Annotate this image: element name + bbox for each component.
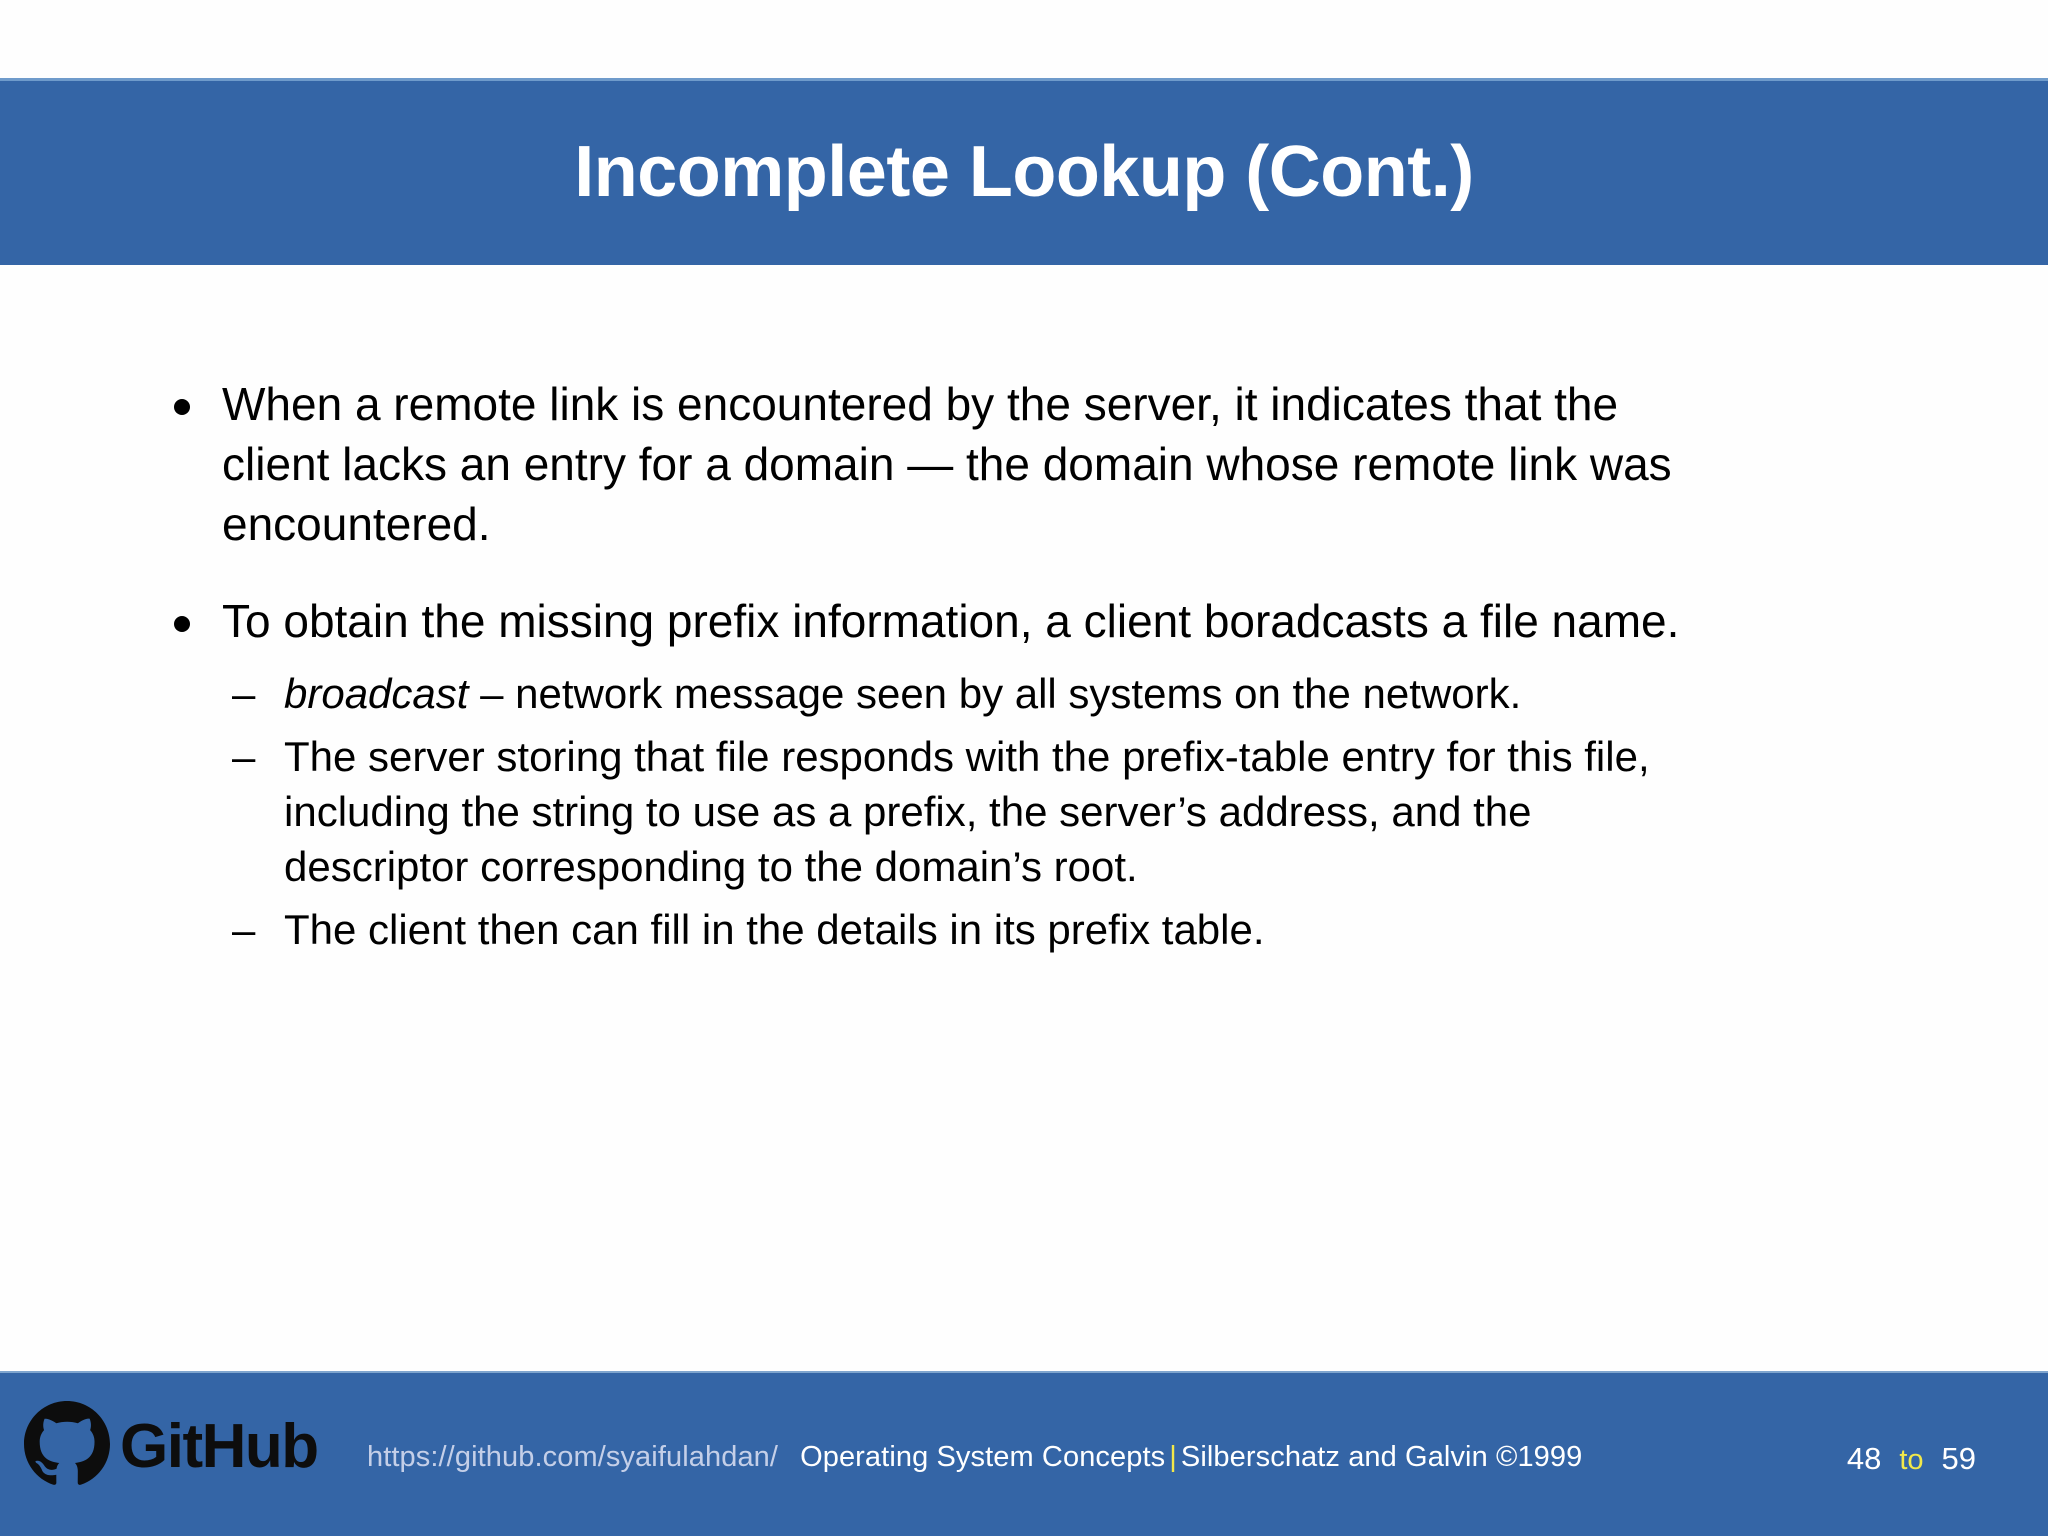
github-logo: GitHub [24, 1401, 319, 1487]
slide-header-bar: Incomplete Lookup (Cont.) [0, 78, 2048, 265]
page-range: 48 to 59 [1847, 1441, 1976, 1477]
slide-footer-bar: GitHub https://github.com/syaifulahdan/ … [0, 1371, 2048, 1536]
bullet-text: When a remote link is encountered by the… [222, 378, 1672, 550]
bullet-list-level2: broadcast – network message seen by all … [222, 666, 1712, 957]
citation: Operating System Concepts|Silberschatz a… [800, 1441, 1582, 1474]
citation-suffix: Silberschatz and Galvin ©1999 [1180, 1441, 1583, 1473]
github-wordmark: GitHub [120, 1412, 319, 1481]
github-octocat-icon [24, 1401, 110, 1485]
bullet-list-level1: When a remote link is encountered by the… [150, 375, 1898, 957]
footer-credits: https://github.com/syaifulahdan/ Operati… [367, 1441, 1582, 1474]
citation-separator: | [1169, 1441, 1177, 1473]
sub-bullet-text: – network message seen by all systems on… [468, 670, 1522, 718]
citation-prefix: Operating System Concepts [800, 1441, 1166, 1473]
slide-content: When a remote link is encountered by the… [0, 265, 2048, 1371]
list-item: broadcast – network message seen by all … [222, 666, 1704, 721]
github-url-link[interactable]: https://github.com/syaifulahdan/ [367, 1441, 779, 1473]
list-item: When a remote link is encountered by the… [150, 375, 1712, 554]
page-title: Incomplete Lookup (Cont.) [574, 132, 1474, 213]
page-number-from: 48 [1846, 1441, 1882, 1476]
sub-bullet-text: The server storing that file responds wi… [284, 733, 1650, 891]
page-range-word: to [1899, 1444, 1924, 1476]
page-number-to: 59 [1941, 1441, 1976, 1476]
bullet-text: To obtain the missing prefix information… [222, 595, 1680, 648]
list-item: The server storing that file responds wi… [222, 729, 1704, 894]
list-item: To obtain the missing prefix information… [150, 592, 1712, 957]
emphasis-term: broadcast [284, 670, 469, 718]
list-item: The client then can fill in the details … [222, 902, 1704, 957]
sub-bullet-text: The client then can fill in the details … [284, 906, 1265, 954]
